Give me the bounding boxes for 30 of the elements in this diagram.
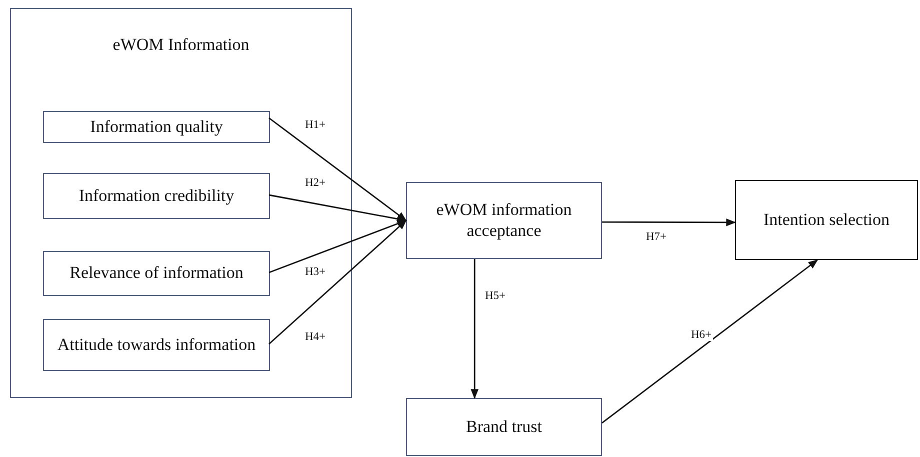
arrow: [602, 218, 736, 226]
node-label: Brand trust: [466, 416, 542, 438]
node-label: Attitude towards information: [57, 334, 256, 356]
arrow: [268, 117, 407, 222]
concept-box: [735, 180, 918, 260]
group-box: [10, 8, 352, 398]
edge-label: H2+: [304, 177, 327, 189]
concept-box: [43, 111, 270, 143]
group-title: eWOM Information: [112, 35, 250, 56]
edge-label: H1+: [304, 119, 327, 131]
arrow: [268, 220, 407, 274]
node-label: eWOM information acceptance: [435, 200, 573, 241]
concept-box: [406, 398, 602, 456]
node-label: Information quality: [90, 116, 223, 138]
node-label: Intention selection: [763, 210, 890, 230]
arrow: [268, 220, 407, 345]
arrow: [602, 259, 818, 424]
edge-label: H6+: [690, 329, 713, 341]
edge-label: H4+: [304, 331, 327, 343]
concept-box: [43, 251, 270, 296]
arrow: [470, 259, 479, 399]
concept-box: [43, 173, 270, 219]
edge-label: H5+: [484, 290, 507, 302]
concept-box: [43, 319, 270, 371]
arrow: [268, 194, 407, 223]
node-label: Information credibility: [78, 186, 234, 206]
edge-label: H3+: [304, 266, 327, 278]
edge-label: H7+: [645, 231, 668, 243]
concept-box: [406, 182, 602, 259]
node-label: Relevance of information: [70, 263, 244, 284]
